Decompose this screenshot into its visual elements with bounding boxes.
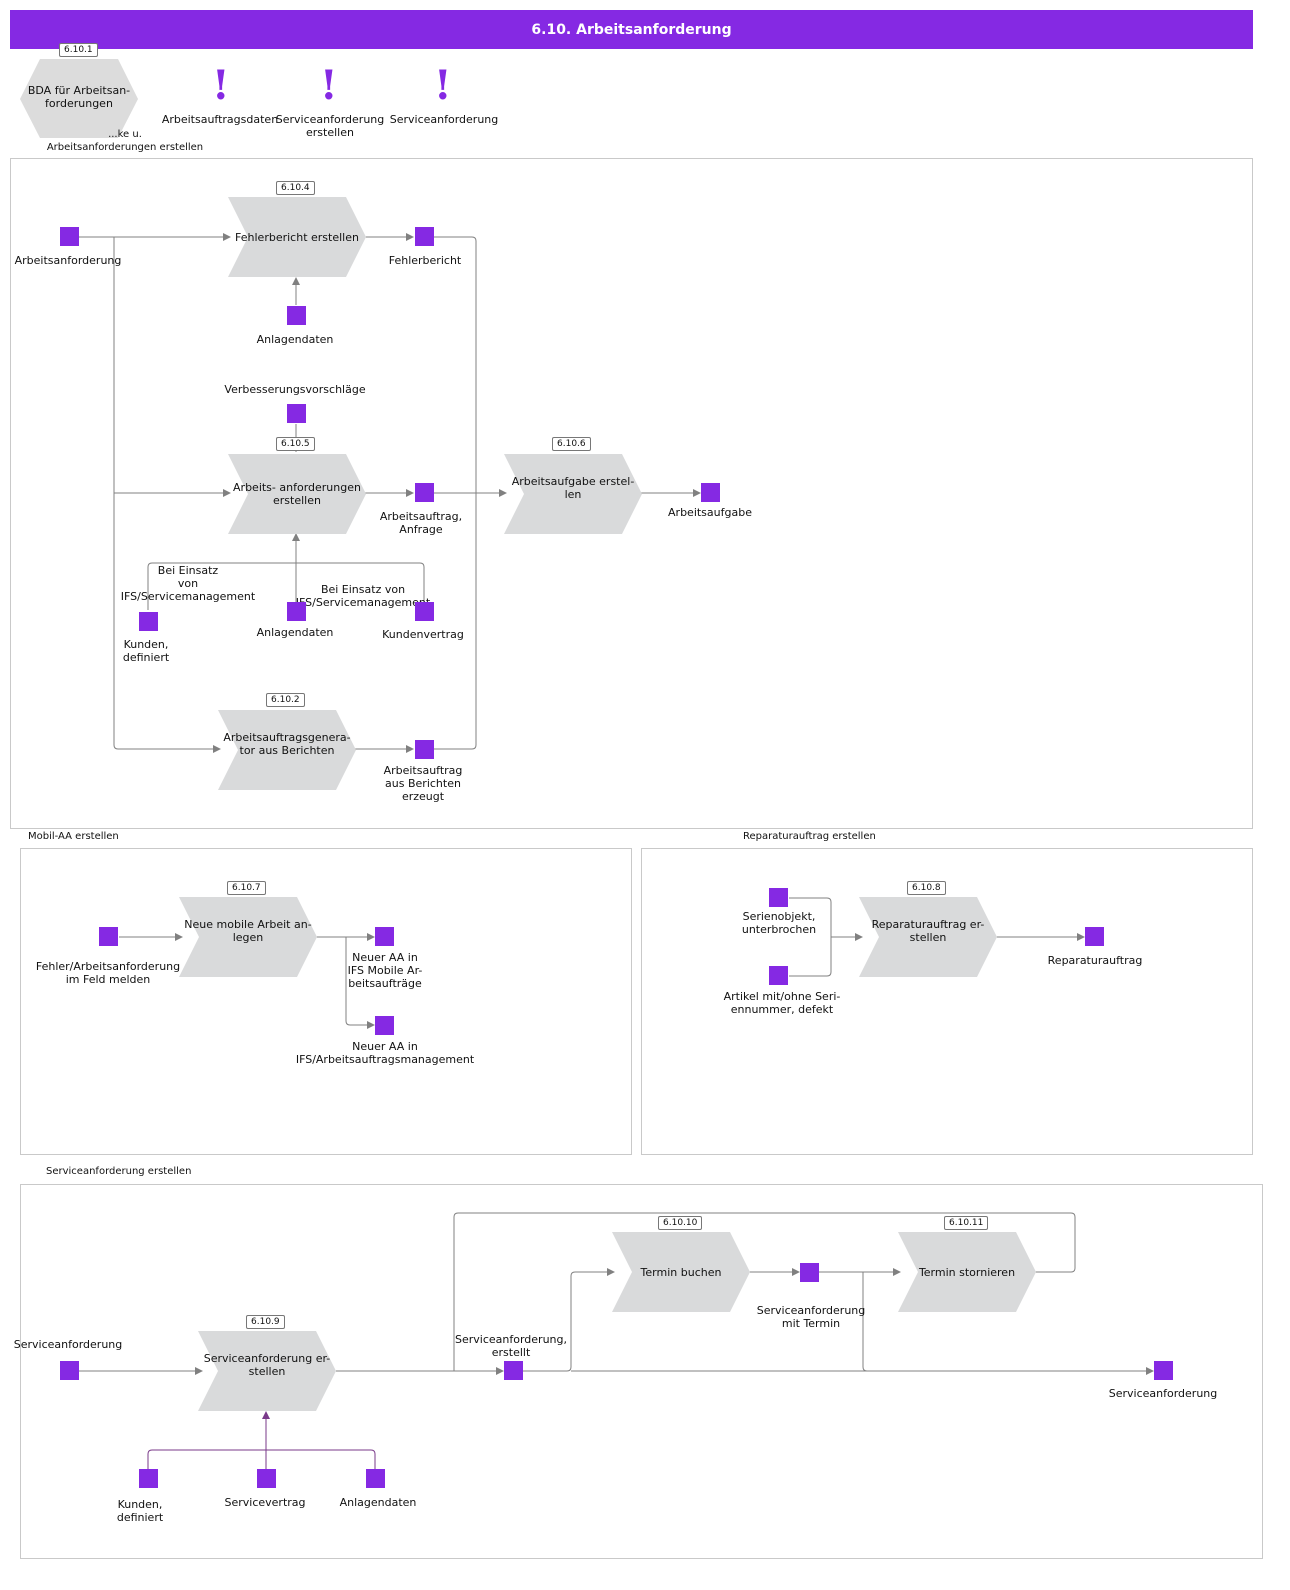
exclamation-icon: ! bbox=[434, 62, 452, 109]
doc-label: Kundenvertrag bbox=[382, 628, 464, 641]
doc-fehler-feld[interactable] bbox=[99, 927, 118, 946]
doc-servicevertrag[interactable] bbox=[257, 1469, 276, 1488]
doc-serviceanforderung-in[interactable] bbox=[60, 1361, 79, 1380]
function-label: Termin buchen bbox=[640, 1265, 722, 1279]
doc-arbeitsauftrag-berichte[interactable] bbox=[415, 740, 434, 759]
doc-neuer-aa-ifs[interactable] bbox=[375, 1016, 394, 1035]
doc-serviceanforderung-termin[interactable] bbox=[800, 1263, 819, 1282]
function-tag: 6.10.10 bbox=[658, 1216, 703, 1230]
doc-label: Serienobjekt, unterbrochen bbox=[741, 910, 817, 936]
doc-anlagendaten[interactable] bbox=[287, 306, 306, 325]
doc-label: Serviceanforderung, erstellt bbox=[455, 1333, 567, 1359]
function-neue-mobile-arbeit[interactable]: Neue mobile Arbeit an- legen bbox=[179, 897, 317, 977]
function-label: Reparaturauftrag er- stellen bbox=[871, 918, 985, 944]
event-label: Serviceanforderung erstellen bbox=[275, 113, 385, 139]
doc-label: Serviceanforderung bbox=[1108, 1387, 1218, 1400]
lane-label-service: Serviceanforderung erstellen bbox=[46, 1166, 192, 1177]
doc-arbeitsanforderung[interactable] bbox=[60, 227, 79, 246]
doc-anlagendaten-3[interactable] bbox=[366, 1469, 385, 1488]
doc-anlagendaten-2[interactable] bbox=[287, 602, 306, 621]
function-tag: 6.10.11 bbox=[944, 1216, 989, 1230]
doc-serviceanforderung-erstellt[interactable] bbox=[504, 1361, 523, 1380]
doc-kundenvertrag[interactable] bbox=[415, 602, 434, 621]
event-label: Arbeitsauftragsdaten bbox=[161, 113, 279, 126]
doc-label: Kunden, definiert bbox=[122, 638, 170, 664]
doc-arbeitsauftrag-anfrage[interactable] bbox=[415, 483, 434, 502]
bda-sub-label: ...ke u. Arbeitsanforderungen erstellen bbox=[46, 129, 204, 153]
lane-label-mobil: Mobil-AA erstellen bbox=[28, 831, 119, 842]
doc-label: Anlagendaten bbox=[256, 626, 334, 639]
lane-reparatur bbox=[641, 848, 1253, 1155]
function-serviceanforderung[interactable]: Serviceanforderung er- stellen bbox=[198, 1331, 336, 1411]
lane-service bbox=[20, 1184, 1263, 1559]
event-label: Serviceanforderung bbox=[389, 113, 499, 126]
function-label: Arbeitsaufgabe erstel- len bbox=[511, 475, 635, 501]
doc-verbesserungsvorschlaege[interactable] bbox=[287, 404, 306, 423]
doc-serienobjekt[interactable] bbox=[769, 888, 788, 907]
page-title: 6.10. Arbeitsanforderung bbox=[10, 10, 1253, 49]
function-tag: 6.10.6 bbox=[552, 437, 591, 451]
doc-neuer-aa-mobile[interactable] bbox=[375, 927, 394, 946]
function-label: Termin stornieren bbox=[918, 1265, 1016, 1279]
doc-label: Reparaturauftrag bbox=[1047, 954, 1143, 967]
bda-label: BDA für Arbeitsan- forderungen bbox=[27, 83, 131, 110]
doc-label: Serviceanforderung mit Termin bbox=[756, 1304, 866, 1330]
doc-fehlerbericht[interactable] bbox=[415, 227, 434, 246]
exclamation-icon: ! bbox=[212, 62, 230, 109]
doc-kunden-definiert[interactable] bbox=[139, 612, 158, 631]
doc-label: Arbeitsauftrag aus Berichten erzeugt bbox=[383, 764, 463, 803]
doc-label: Arbeitsanforderung bbox=[14, 254, 122, 267]
lane-mobil bbox=[20, 848, 632, 1155]
condition-label: Bei Einsatz von IFS/Servicemanagement bbox=[295, 583, 431, 609]
function-reparaturauftrag[interactable]: Reparaturauftrag er- stellen bbox=[859, 897, 997, 977]
function-label: Arbeitsauftragsgenera- tor aus Berichten bbox=[223, 731, 351, 757]
doc-arbeitsaufgabe[interactable] bbox=[701, 483, 720, 502]
doc-label: Neuer AA in IFS Mobile Ar- beitsaufträge bbox=[347, 951, 423, 990]
function-termin-buchen[interactable]: Termin buchen bbox=[612, 1232, 750, 1312]
function-label: Arbeits- anforderungen erstellen bbox=[233, 481, 361, 507]
function-fehlerbericht[interactable]: Fehlerbericht erstellen bbox=[228, 197, 366, 277]
exclamation-icon: ! bbox=[320, 62, 338, 109]
function-label: Fehlerbericht erstellen bbox=[235, 230, 359, 244]
function-label: Neue mobile Arbeit an- legen bbox=[184, 918, 312, 944]
doc-label: Verbesserungsvorschläge bbox=[224, 383, 366, 396]
function-termin-stornieren[interactable]: Termin stornieren bbox=[898, 1232, 1036, 1312]
lane-label-reparatur: Reparaturauftrag erstellen bbox=[743, 831, 876, 842]
doc-label: Artikel mit/ohne Seri- ennummer, defekt bbox=[723, 990, 841, 1016]
doc-label: Neuer AA in IFS/Arbeitsauftragsmanagemen… bbox=[295, 1040, 475, 1066]
doc-label: Kunden, definiert bbox=[116, 1498, 164, 1524]
doc-kunden-definiert-2[interactable] bbox=[139, 1469, 158, 1488]
doc-reparaturauftrag[interactable] bbox=[1085, 927, 1104, 946]
function-arbeitsauftragsgenerator[interactable]: Arbeitsauftragsgenera- tor aus Berichten bbox=[218, 710, 356, 790]
function-arbeitsanforderungen[interactable]: Arbeits- anforderungen erstellen bbox=[228, 454, 366, 534]
doc-label: Anlagendaten bbox=[339, 1496, 417, 1509]
function-tag: 6.10.7 bbox=[227, 881, 266, 895]
doc-label: Fehlerbericht bbox=[388, 254, 462, 267]
condition-label: Bei Einsatz von IFS/Servicemanagement bbox=[120, 564, 256, 603]
function-tag: 6.10.4 bbox=[276, 181, 315, 195]
doc-label: Arbeitsaufgabe bbox=[668, 506, 752, 519]
doc-label: Anlagendaten bbox=[256, 333, 334, 346]
doc-serviceanforderung-out[interactable] bbox=[1154, 1361, 1173, 1380]
bda-hexagon[interactable]: BDA für Arbeitsan- forderungen bbox=[20, 59, 138, 138]
function-label: Serviceanforderung er- stellen bbox=[203, 1352, 331, 1378]
function-tag: 6.10.9 bbox=[246, 1315, 285, 1329]
lane-main bbox=[10, 158, 1253, 829]
bda-tag: 6.10.1 bbox=[59, 43, 98, 57]
function-arbeitsaufgabe[interactable]: Arbeitsaufgabe erstel- len bbox=[504, 454, 642, 534]
function-tag: 6.10.5 bbox=[276, 437, 315, 451]
function-tag: 6.10.2 bbox=[266, 693, 305, 707]
doc-label: Fehler/Arbeitsanforderung im Feld melden bbox=[35, 960, 181, 986]
doc-label: Servicevertrag bbox=[224, 1496, 306, 1509]
function-tag: 6.10.8 bbox=[907, 881, 946, 895]
doc-label: Serviceanforderung bbox=[13, 1338, 123, 1351]
doc-artikel-defekt[interactable] bbox=[769, 966, 788, 985]
doc-label: Arbeitsauftrag, Anfrage bbox=[379, 510, 463, 536]
